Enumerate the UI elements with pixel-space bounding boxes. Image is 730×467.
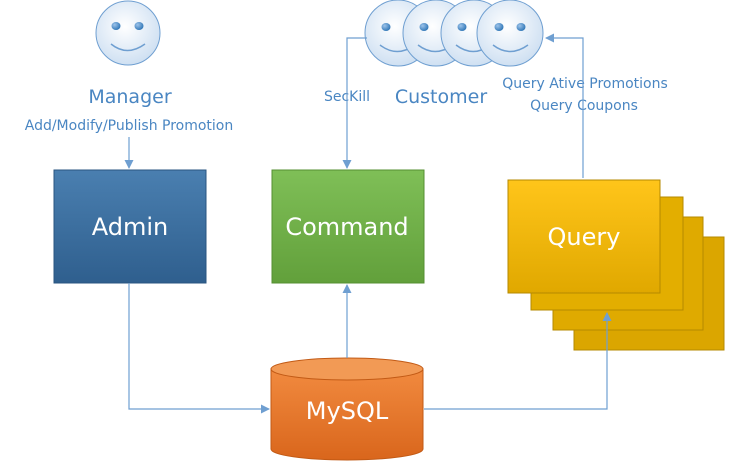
query-promotions-label: Query Ative Promotions (502, 76, 668, 92)
query-coupons-label: Query Coupons (530, 98, 638, 114)
manager-label: Manager (88, 86, 171, 108)
query-stack: Query (507, 179, 725, 351)
mysql-label: MySQL (306, 397, 389, 425)
arrow-query-to-customer (545, 33, 584, 178)
query-label: Query (548, 223, 621, 251)
command-label: Command (285, 213, 408, 241)
admin-label: Admin (92, 213, 169, 241)
arrow-seckill-to-command (342, 37, 367, 169)
command-box: Command (271, 169, 425, 284)
customer-smiley-icon (476, 0, 544, 67)
customer-label: Customer (395, 86, 487, 108)
arrow-admin-to-mysql (128, 283, 270, 414)
manager-action-label: Add/Modify/Publish Promotion (25, 118, 234, 134)
manager-smiley-icon (95, 0, 161, 66)
mysql-database: MySQL (270, 357, 424, 461)
arrow-mysql-to-query (424, 312, 612, 410)
admin-box: Admin (53, 169, 207, 284)
query-box (507, 179, 661, 294)
